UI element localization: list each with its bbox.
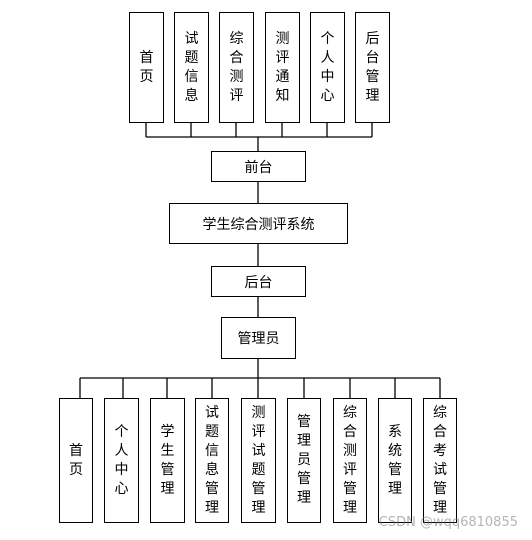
backend-label: 后台 [244, 274, 273, 291]
bottom-module-8-label: 系统管理 [388, 423, 402, 497]
admin-node: 管理员 [221, 317, 296, 359]
bottom-module-2-label: 个人中心 [114, 423, 129, 497]
bottom-module-1: 首页 [59, 398, 93, 523]
bottom-module-9-label: 综合考试管理 [433, 404, 447, 516]
bottom-module-9: 综合考试管理 [423, 398, 457, 523]
top-module-3: 综合测评 [219, 12, 254, 123]
bottom-module-3: 学生管理 [150, 398, 185, 523]
top-module-1-label: 首页 [139, 49, 154, 85]
bottom-module-6-label: 管理员管理 [297, 414, 311, 506]
top-module-3-label: 综合测评 [229, 30, 244, 104]
bottom-module-4-label: 试题信息管理 [205, 404, 219, 516]
bottom-module-7-label: 综合测评管理 [343, 404, 357, 516]
system-label: 学生综合测评系统 [202, 216, 315, 233]
bottom-module-8: 系统管理 [378, 398, 412, 523]
bottom-module-6: 管理员管理 [287, 398, 321, 523]
top-module-2: 试题信息 [174, 12, 209, 123]
top-module-4: 测评通知 [265, 12, 300, 123]
bottom-module-5: 测评试题管理 [241, 398, 276, 523]
admin-label: 管理员 [237, 331, 280, 347]
frontend-label: 前台 [244, 159, 273, 176]
top-module-1: 首页 [129, 12, 164, 123]
system-node: 学生综合测评系统 [169, 203, 348, 244]
bottom-module-4: 试题信息管理 [195, 398, 229, 523]
bottom-module-7: 综合测评管理 [333, 398, 367, 523]
top-module-6-label: 后台管理 [365, 30, 380, 104]
backend-node: 后台 [211, 266, 306, 297]
top-module-4-label: 测评通知 [275, 30, 290, 104]
bottom-module-3-label: 学生管理 [160, 423, 175, 497]
bottom-module-5-label: 测评试题管理 [251, 404, 266, 516]
top-module-5: 个人中心 [310, 12, 345, 123]
bottom-module-2: 个人中心 [104, 398, 139, 523]
top-module-2-label: 试题信息 [184, 30, 199, 104]
frontend-node: 前台 [211, 151, 306, 182]
top-module-5-label: 个人中心 [320, 30, 335, 104]
bottom-module-1-label: 首页 [69, 442, 83, 478]
watermark: CSDN @wqq6810855 [378, 515, 518, 530]
top-module-6: 后台管理 [355, 12, 390, 123]
